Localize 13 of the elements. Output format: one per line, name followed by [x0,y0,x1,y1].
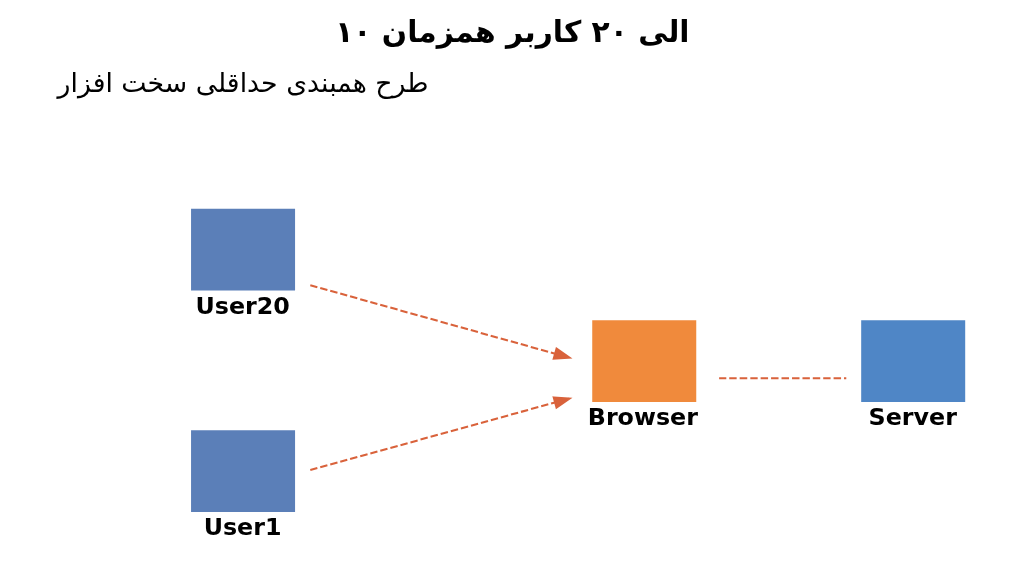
node-label: User20 [195,292,290,321]
label: طرح همبندی حداقلی سخت افزار [57,67,429,99]
diagram-title: ۱۰ الی ۲۰ کاربر همزمان [335,14,690,50]
node-label: Server [868,403,957,432]
node-box [191,208,296,291]
arrow [310,284,573,360]
node-box [592,320,697,402]
node-label: User1 [203,513,282,542]
node-box [861,320,966,402]
arrow [310,396,573,472]
node-label: Browser [587,403,698,432]
node-box [191,430,296,512]
connector [719,377,847,380]
